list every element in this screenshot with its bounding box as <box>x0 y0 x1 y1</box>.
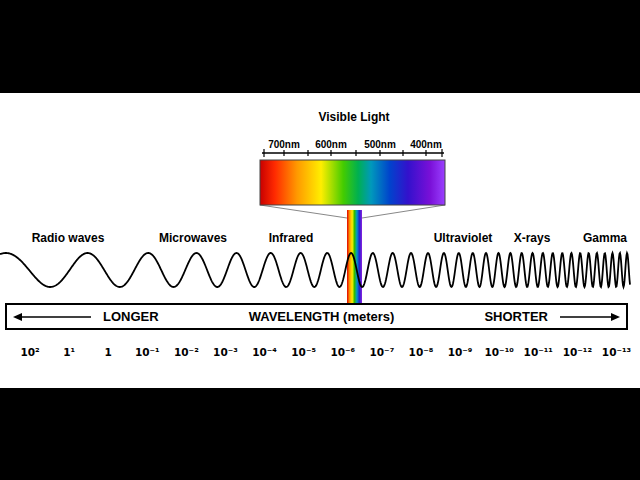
funnel-line <box>362 205 445 218</box>
region-label: Microwaves <box>159 232 227 246</box>
region-label: Infrared <box>269 232 314 246</box>
scale-number: 10⁻⁶ <box>330 346 355 358</box>
scale-number: 10⁻³ <box>213 346 238 358</box>
region-label: X-rays <box>514 232 551 246</box>
scale-number: 10² <box>20 346 39 358</box>
region-label: Gamma <box>583 232 627 246</box>
direction-arrow <box>13 311 93 323</box>
scale-number: 10⁻⁴ <box>252 346 277 358</box>
black-band <box>0 388 640 480</box>
scale-number: 10⁻¹¹ <box>524 346 553 358</box>
heading-label: Visible Light <box>318 111 389 125</box>
scale-line <box>262 152 444 154</box>
visible-spectrum <box>260 160 445 205</box>
black-band <box>0 0 640 93</box>
scale-number: 10⁻⁸ <box>409 346 434 358</box>
bar-text: WAVELENGTH (meters) <box>247 309 397 324</box>
scale-ticks <box>264 149 442 157</box>
scale-number: 10⁻¹² <box>563 346 592 358</box>
region-label: Radio waves <box>32 232 105 246</box>
direction-arrow <box>558 311 620 323</box>
scale-number: 10⁻⁵ <box>291 346 316 358</box>
scale-number: 10⁻¹ <box>135 346 160 358</box>
scale-number: 1 <box>105 346 112 358</box>
scale-number: 10⁻¹³ <box>602 346 631 358</box>
scale-number: 10⁻¹⁰ <box>485 346 514 358</box>
scale-number: 1¹ <box>63 346 75 358</box>
wave-line <box>0 253 630 287</box>
tick-label: 500nm <box>364 139 396 151</box>
region-label: Ultraviolet <box>434 232 493 246</box>
tick-label: 600nm <box>315 139 347 151</box>
wavelength-bar: LONGER WAVELENGTH (meters) SHORTER <box>5 303 628 330</box>
tick-label: 700nm <box>268 139 300 151</box>
funnel-line <box>260 205 347 218</box>
bar-text: SHORTER <box>482 309 550 324</box>
bar-text: LONGER <box>101 309 161 324</box>
scale-number: 10⁻² <box>174 346 199 358</box>
scale-number: 10⁻⁷ <box>370 346 395 358</box>
scale-number: 10⁻⁹ <box>448 346 473 358</box>
tick-label: 400nm <box>410 139 442 151</box>
